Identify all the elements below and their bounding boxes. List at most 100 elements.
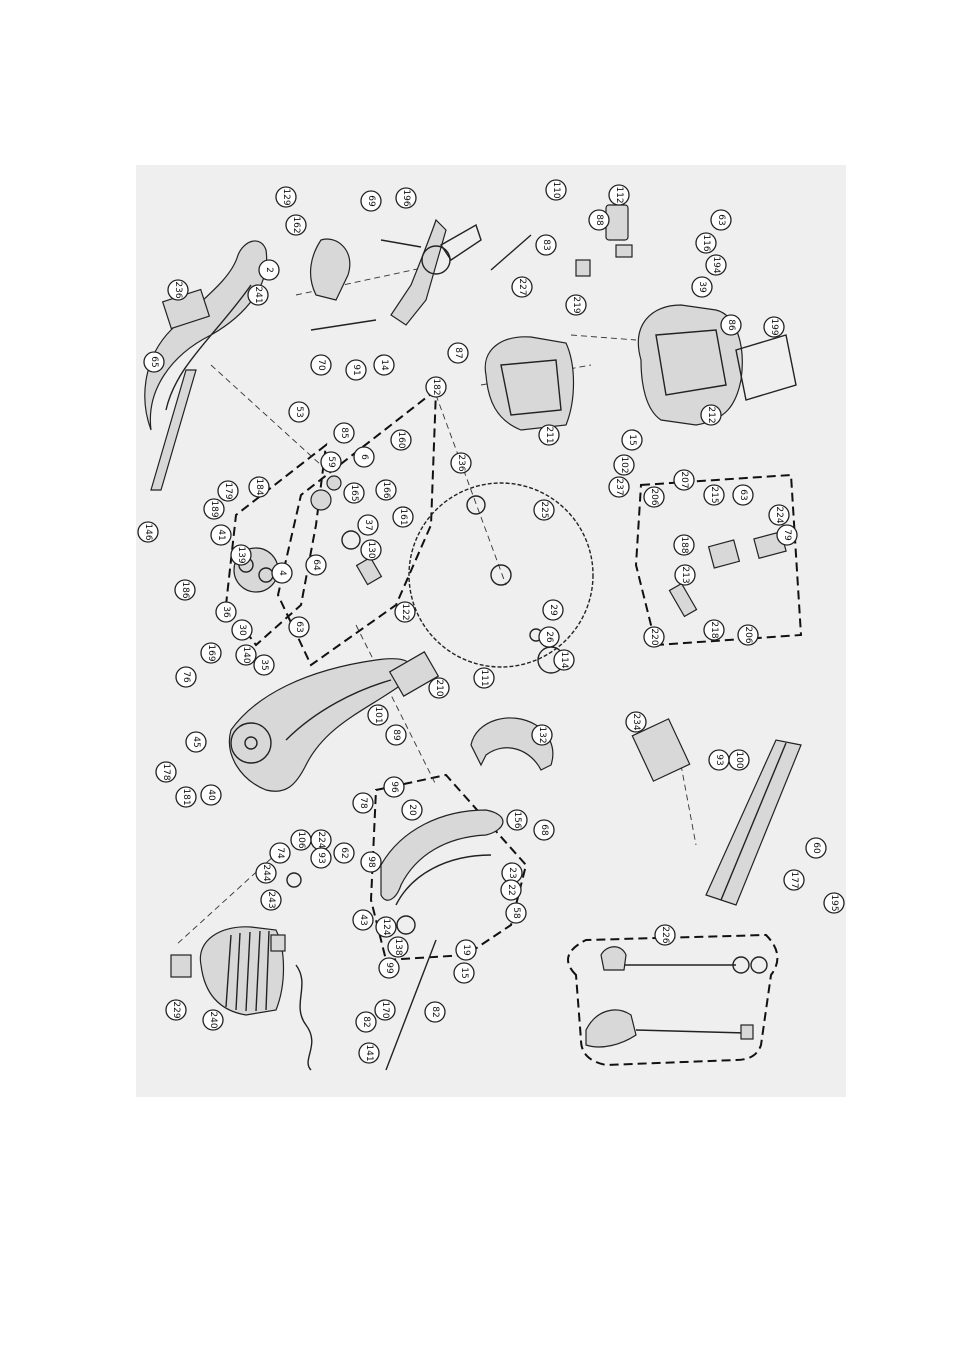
part-callout-68: 68 bbox=[533, 819, 555, 841]
callout-number: 243 bbox=[266, 891, 276, 908]
part-callout-96: 96 bbox=[383, 776, 405, 798]
callout-number: 122 bbox=[400, 603, 410, 620]
callout-number: 182 bbox=[431, 378, 441, 395]
part-callout-15: 15 bbox=[453, 962, 475, 984]
callout-bubble bbox=[535, 234, 557, 256]
part-callout-206: 206 bbox=[643, 486, 665, 508]
callout-number: 170 bbox=[380, 1001, 390, 1018]
part-callout-218: 218 bbox=[703, 619, 725, 641]
clamp-kit-outline bbox=[567, 933, 779, 1067]
callout-bubble bbox=[378, 957, 400, 979]
callout-number: 195 bbox=[829, 894, 839, 911]
callout-number: 4 bbox=[277, 570, 287, 576]
part-callout-169: 169 bbox=[200, 642, 222, 664]
clamp-nut bbox=[750, 956, 768, 974]
part-callout-124: 124 bbox=[375, 916, 397, 938]
part-callout-102: 102 bbox=[613, 454, 635, 476]
part-callout-29: 29 bbox=[542, 599, 564, 621]
callout-bubble bbox=[621, 429, 643, 451]
motor-bearing-group-outline bbox=[276, 387, 438, 667]
callout-bubble bbox=[235, 644, 257, 666]
callout-number: 177 bbox=[789, 871, 799, 888]
callout-number: 100 bbox=[734, 751, 744, 768]
callout-number: 146 bbox=[143, 523, 153, 540]
callout-bubble bbox=[392, 506, 414, 528]
motor-fins bbox=[225, 930, 270, 1012]
callout-bubble bbox=[343, 482, 365, 504]
power-cord bbox=[295, 964, 313, 1071]
callout-bubble bbox=[401, 799, 423, 821]
handle-lever bbox=[440, 223, 482, 261]
callout-number: 229 bbox=[171, 1001, 181, 1018]
part-callout-6: 6 bbox=[353, 446, 375, 468]
callout-bubble bbox=[695, 232, 717, 254]
callout-number: 39 bbox=[697, 281, 707, 293]
pivot-center bbox=[244, 736, 258, 750]
callout-number: 124 bbox=[381, 918, 391, 935]
pivot-disc bbox=[230, 722, 272, 764]
callout-bubble bbox=[385, 724, 407, 746]
callout-number: 199 bbox=[769, 318, 779, 335]
callout-number: 96 bbox=[389, 781, 399, 793]
callout-bubble bbox=[424, 1001, 446, 1023]
part-callout-37: 37 bbox=[357, 514, 379, 536]
part-callout-139: 139 bbox=[230, 544, 252, 566]
part-callout-82: 82 bbox=[355, 1011, 377, 1033]
callout-bubble bbox=[288, 616, 310, 638]
callout-number: 20 bbox=[407, 804, 417, 816]
callout-bubble bbox=[673, 534, 695, 556]
upper-blade-guard bbox=[144, 240, 268, 431]
leader-motor bbox=[570, 334, 637, 341]
callout-bubble bbox=[390, 429, 412, 451]
callout-bubble bbox=[428, 677, 450, 699]
callout-bubble bbox=[542, 599, 564, 621]
leader-cover bbox=[175, 844, 287, 946]
callout-bubble bbox=[255, 862, 277, 884]
callout-bubble bbox=[260, 889, 282, 911]
callout-bubble bbox=[247, 284, 269, 306]
callout-bubble bbox=[531, 724, 553, 746]
callout-number: 23 bbox=[507, 867, 517, 878]
callout-number: 139 bbox=[236, 546, 246, 563]
part-callout-4: 4 bbox=[271, 562, 293, 584]
callout-bubble bbox=[538, 626, 560, 648]
callout-bubble bbox=[805, 837, 827, 859]
part-callout-98: 98 bbox=[360, 851, 382, 873]
callout-bubble bbox=[383, 776, 405, 798]
part-callout-82: 82 bbox=[424, 1001, 446, 1023]
part-callout-99: 99 bbox=[378, 957, 400, 979]
brush-holder-211 bbox=[484, 336, 575, 431]
callout-bubble bbox=[358, 1042, 380, 1064]
part-callout-43: 43 bbox=[352, 909, 374, 931]
callout-bubble bbox=[394, 601, 416, 623]
callout-bubble bbox=[545, 179, 567, 201]
callout-number: 65 bbox=[149, 356, 159, 367]
callout-bubble bbox=[174, 579, 196, 601]
part-callout-19: 19 bbox=[455, 939, 477, 961]
part-callout-156: 156 bbox=[506, 809, 528, 831]
part-callout-79: 79 bbox=[776, 524, 798, 546]
callout-number: 141 bbox=[364, 1044, 374, 1061]
part-callout-162: 162 bbox=[285, 214, 307, 236]
callout-bubble bbox=[167, 279, 189, 301]
part-callout-234: 234 bbox=[625, 711, 647, 733]
callout-bubble bbox=[728, 749, 750, 771]
callout-number: 29 bbox=[548, 604, 558, 616]
callout-bubble bbox=[200, 642, 222, 664]
callout-number: 93 bbox=[316, 852, 326, 863]
part-callout-182: 182 bbox=[425, 376, 447, 398]
part-callout-122: 122 bbox=[394, 601, 416, 623]
callout-bubble bbox=[720, 314, 742, 336]
callout-number: 244 bbox=[261, 864, 271, 881]
part-callout-236: 236 bbox=[450, 452, 472, 474]
arm-casting-122 bbox=[228, 658, 412, 792]
callout-number: 53 bbox=[294, 406, 304, 417]
clip-88 bbox=[615, 244, 633, 258]
part-callout-161: 161 bbox=[392, 506, 414, 528]
callout-number: 196 bbox=[401, 189, 411, 206]
callout-number: 166 bbox=[381, 481, 391, 498]
callout-bubble bbox=[703, 619, 725, 641]
callout-bubble bbox=[310, 847, 332, 869]
saw-blade-225 bbox=[408, 482, 594, 668]
part-callout-53: 53 bbox=[288, 401, 310, 423]
